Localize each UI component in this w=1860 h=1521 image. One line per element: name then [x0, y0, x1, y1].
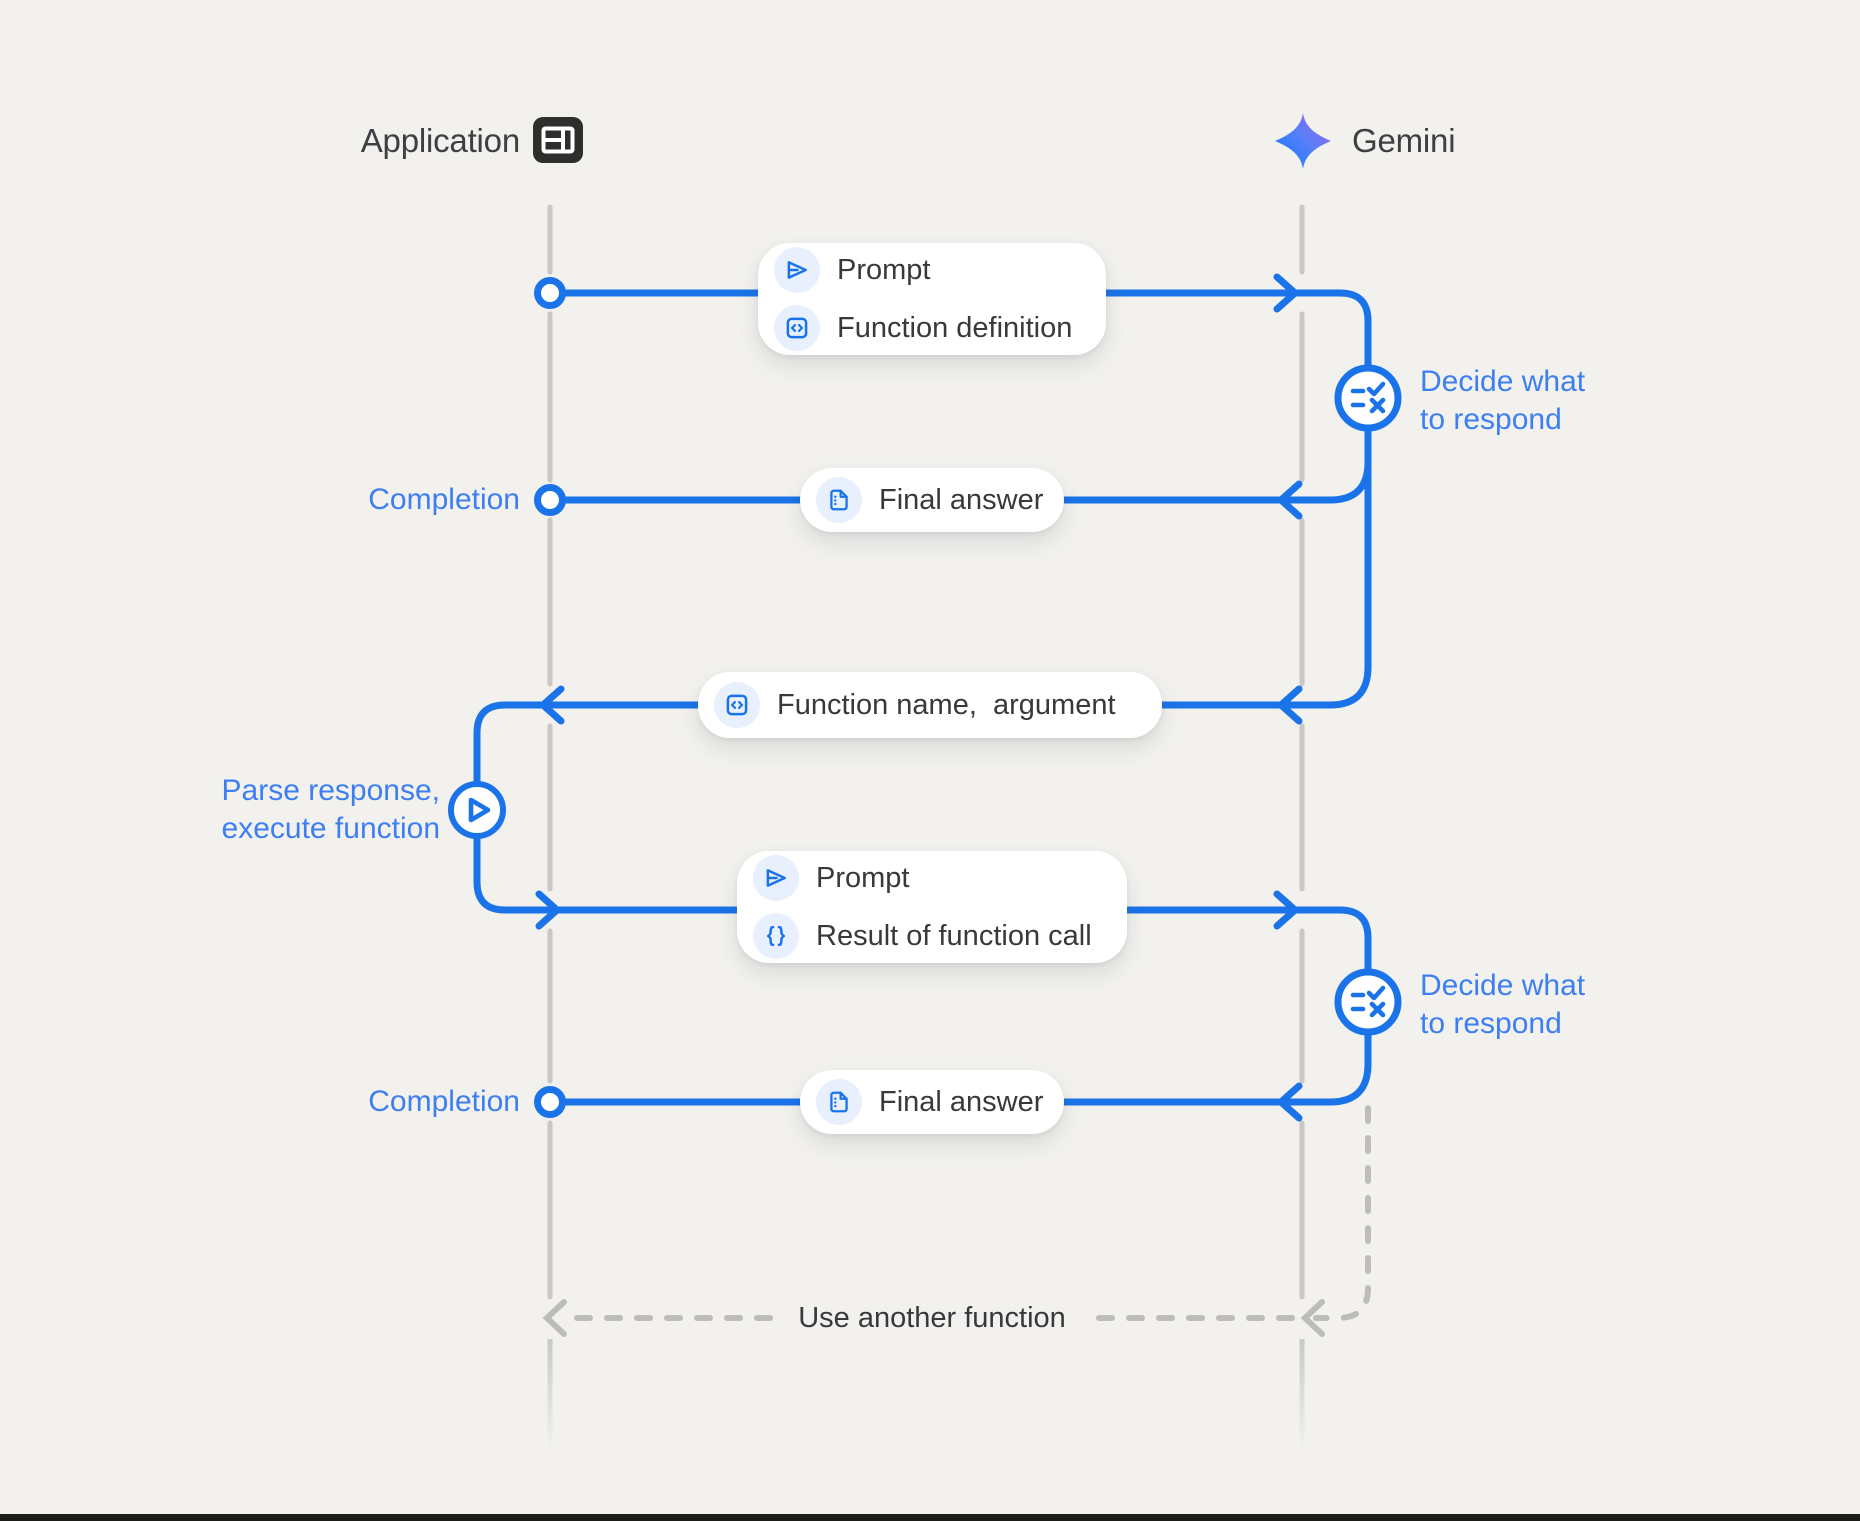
message-line: Final answer — [816, 1079, 1043, 1125]
completion-label-second: Completion — [368, 1085, 520, 1118]
decide-node-first — [1334, 364, 1402, 432]
blue-flow-paths — [473, 273, 1372, 1122]
message-label: Result of function call — [816, 919, 1092, 952]
arrowhead-right-gemini-row4 — [1273, 890, 1299, 930]
start-circle-row1 — [534, 277, 566, 309]
braces-icon — [753, 913, 799, 959]
message-function-name-argument: Function name, argument — [698, 672, 1162, 738]
arrowhead-left-application-dashed — [542, 1299, 567, 1337]
arrowhead-left-gemini-row3 — [1277, 685, 1303, 725]
play-icon — [468, 797, 491, 823]
endpoint-circles — [534, 277, 566, 1118]
message-prompt-function-definition: Prompt Function definition — [758, 243, 1106, 355]
completion-circle-second — [534, 1086, 566, 1118]
message-final-answer-second: Final answer — [800, 1070, 1064, 1134]
parse-execute-label: Parse response, execute function — [221, 774, 440, 845]
arrowhead-left-gemini-dashed — [1300, 1299, 1325, 1337]
completion-circle-first — [534, 484, 566, 516]
message-label: Final answer — [879, 483, 1044, 516]
rule-icon — [1350, 381, 1386, 414]
document-icon — [816, 1079, 862, 1125]
bottom-edge-bar — [0, 1514, 1860, 1521]
arrowhead-left-gemini-row2 — [1277, 480, 1303, 520]
message-line: Function definition — [774, 305, 1080, 351]
execute-node — [448, 781, 506, 839]
message-prompt-result-of-function-call: Prompt Result of function call — [737, 851, 1127, 963]
message-line: Result of function call — [753, 913, 1101, 959]
gemini-sparkle-icon — [1275, 113, 1331, 169]
arrowhead-left-gemini-row5 — [1277, 1082, 1303, 1122]
code-block-icon — [774, 305, 820, 351]
decide-label-first: Decide what to respond — [1420, 365, 1586, 436]
gemini-header-label: Gemini — [1352, 122, 1456, 159]
app-window-icon — [533, 117, 583, 163]
rule-icon — [1350, 985, 1386, 1018]
message-label: Prompt — [816, 861, 910, 894]
arrowhead-right-application-row4 — [535, 890, 561, 930]
decide-node-second — [1334, 968, 1402, 1036]
code-block-icon — [714, 682, 760, 728]
document-icon — [816, 477, 862, 523]
message-label: Prompt — [837, 253, 931, 286]
message-line: Prompt — [774, 247, 1080, 293]
arrowhead-right-gemini-row1 — [1273, 273, 1299, 313]
completion-label-first: Completion — [368, 483, 520, 516]
message-line: Prompt — [753, 855, 1101, 901]
send-icon — [774, 247, 820, 293]
decide-label-second: Decide what to respond — [1420, 969, 1586, 1040]
send-icon — [753, 855, 799, 901]
application-header-label: Application — [360, 122, 520, 159]
message-label: Final answer — [879, 1085, 1044, 1118]
use-another-function-label: Use another function — [798, 1302, 1066, 1334]
message-final-answer-first: Final answer — [800, 468, 1064, 532]
message-line: Final answer — [816, 477, 1043, 523]
message-label: Function name, argument — [777, 688, 1116, 721]
use-another-function-path — [542, 1105, 1371, 1337]
message-line: Function name, argument — [714, 682, 1136, 728]
arrowhead-left-application-row3 — [539, 685, 565, 725]
message-label: Function definition — [837, 311, 1073, 344]
